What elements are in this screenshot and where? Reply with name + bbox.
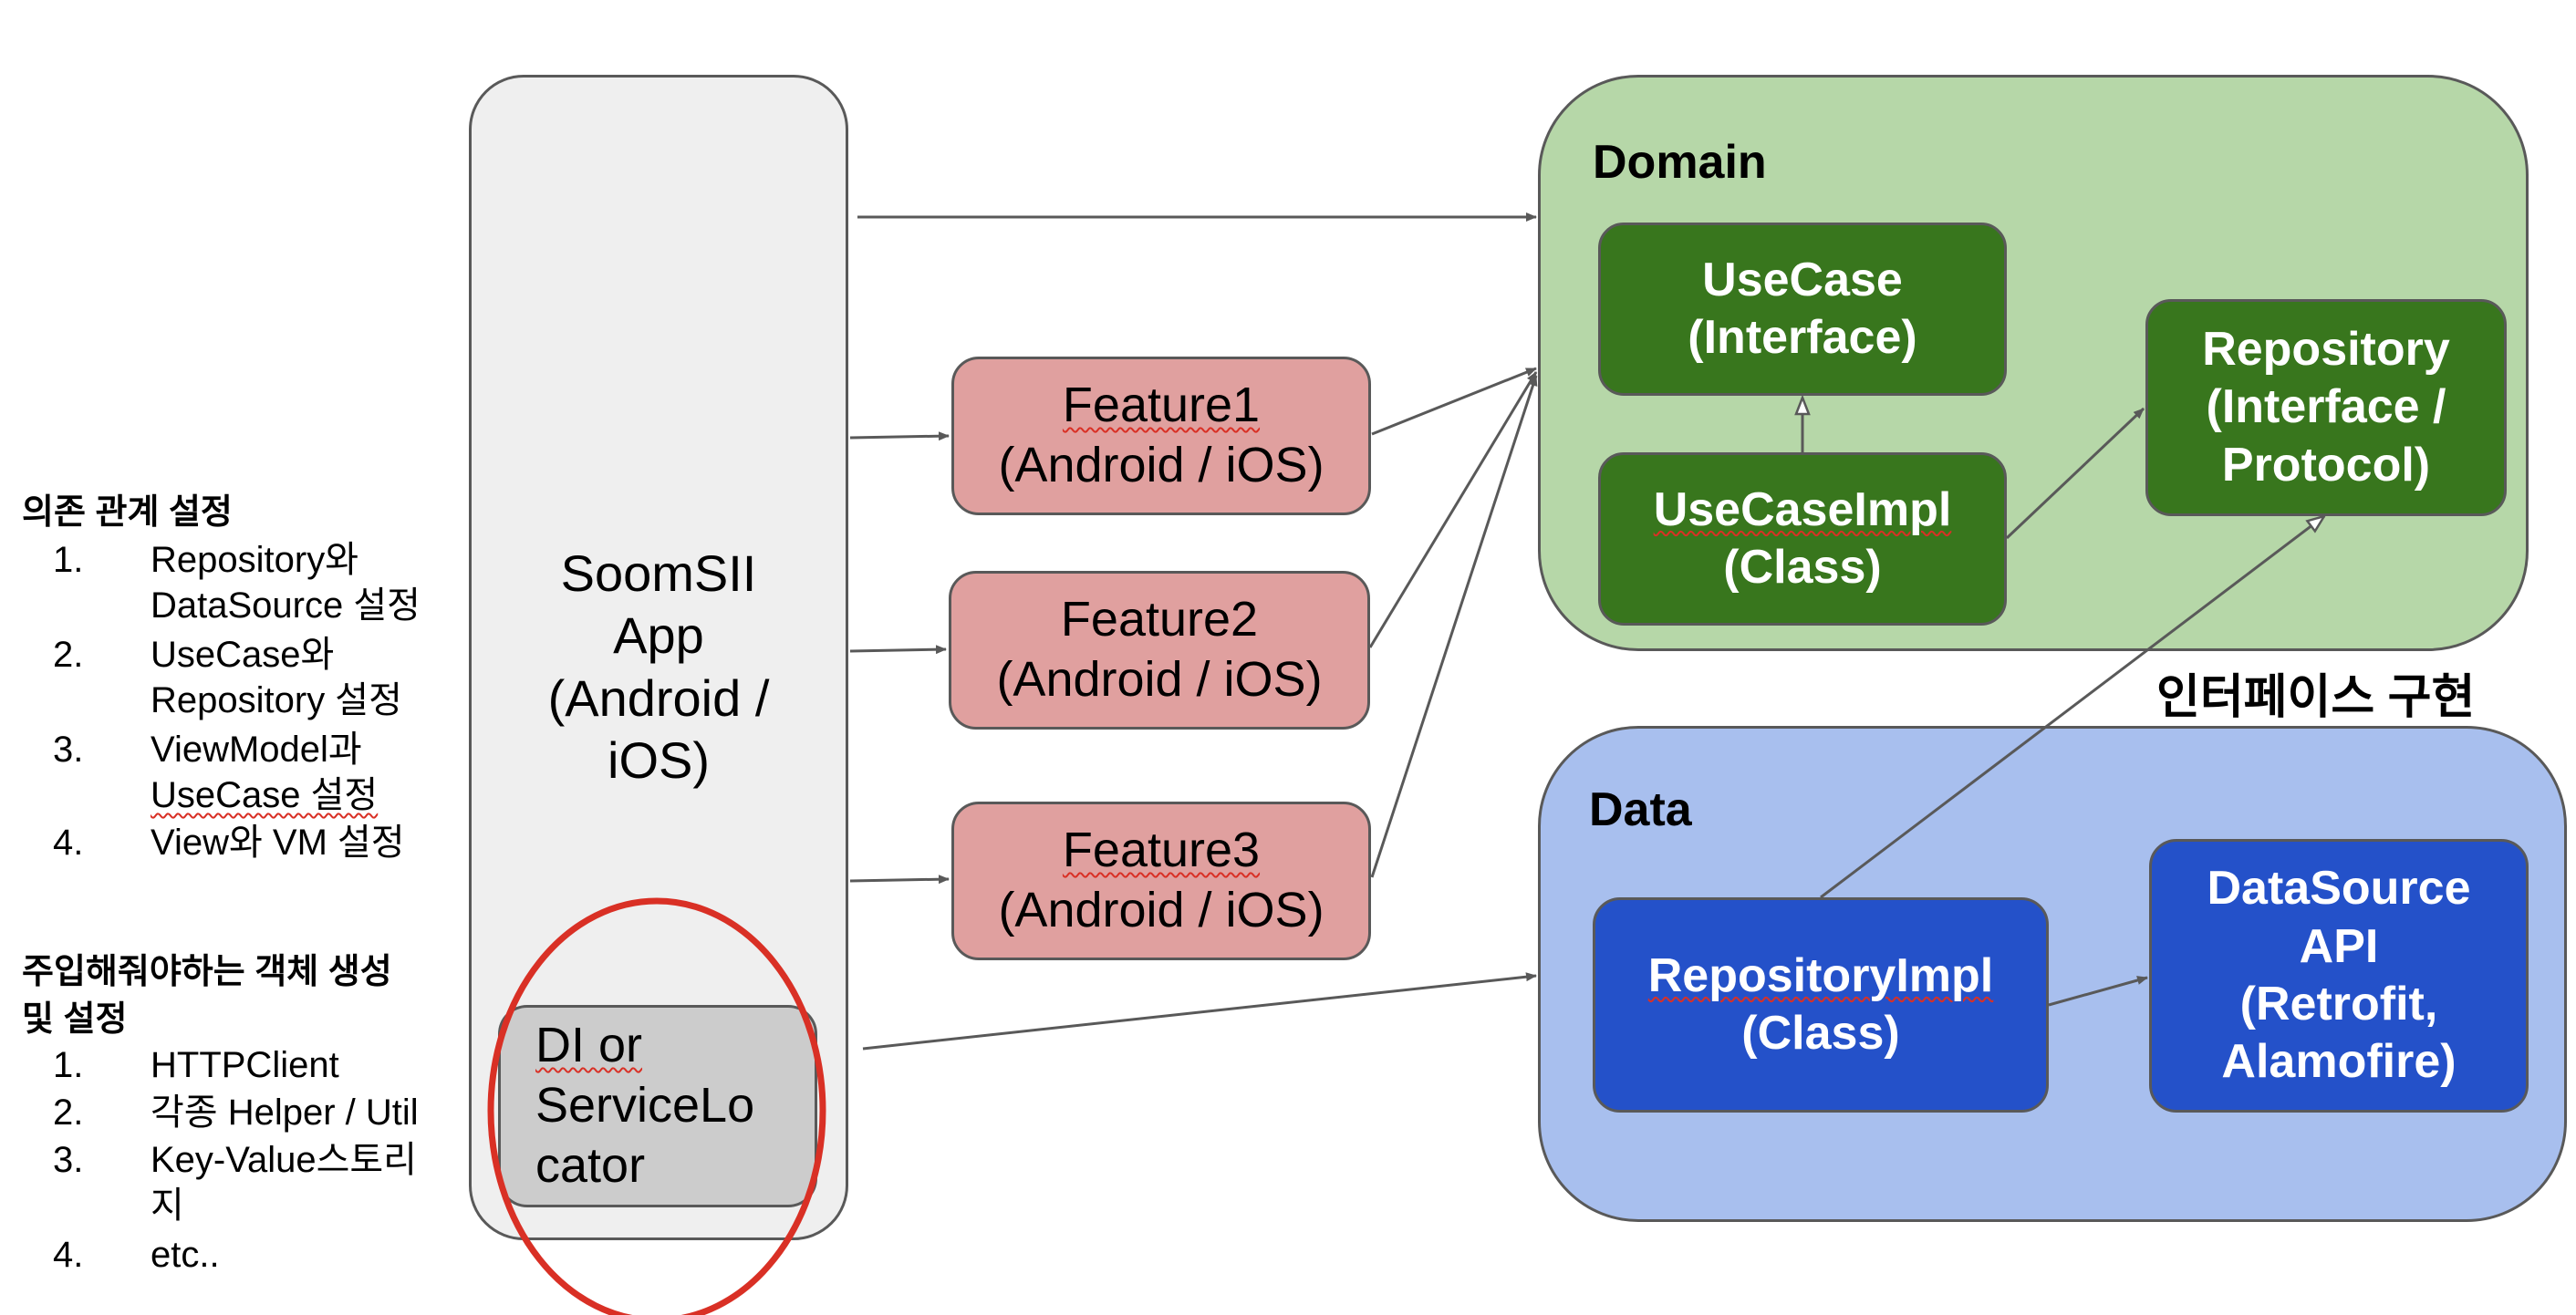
list-number: 3.	[53, 1140, 84, 1180]
app-label-line: (Android /	[547, 668, 770, 727]
list-item: UseCase 설정	[151, 775, 379, 815]
list-item: UseCase와	[151, 635, 335, 675]
arrow-feature3-to-domain	[1370, 375, 1538, 878]
interface-implementation-label: 인터페이스 구현	[2156, 671, 2476, 724]
di-label-line: cator	[535, 1137, 646, 1193]
list-item: etc..	[151, 1235, 220, 1275]
list-number: 4.	[53, 823, 84, 863]
datasource-line: API	[2299, 919, 2379, 973]
data-title: Data	[1589, 783, 1692, 836]
feature-platform: (Android / iOS)	[998, 883, 1324, 937]
app-label-line: SoomSII	[560, 544, 757, 602]
usecase-impl-name: UseCaseImpl	[1653, 482, 1952, 536]
arrow-repositoryimpl-to-datasource	[2048, 976, 2148, 1007]
arrow-feature2-to-domain	[1368, 371, 1538, 648]
datasource-line: (Retrofit,	[2239, 978, 2438, 1030]
repository-kind: (Interface /	[2206, 380, 2446, 434]
list-number: 2.	[53, 635, 84, 675]
arrow-feature1-to-domain	[1371, 367, 1537, 436]
usecase-interface-box: UseCase (Interface)	[1598, 223, 2007, 396]
feature-platform: (Android / iOS)	[996, 652, 1323, 707]
list-number: 3.	[53, 730, 84, 770]
arrow-app-to-feature3	[849, 875, 950, 885]
repository-kind: Protocol)	[2221, 438, 2431, 492]
highlight-circle	[487, 897, 826, 1315]
feature-name: Feature2	[1060, 592, 1259, 647]
list-item: DataSource 설정	[151, 585, 421, 626]
di-service-locator-box: DI or ServiceLo cator	[498, 1005, 817, 1207]
usecase-impl-kind: (Class)	[1723, 541, 1882, 594]
datasource-line: Alamofire)	[2221, 1035, 2457, 1089]
list-item: ViewModel과	[151, 730, 362, 770]
dependency-setup-title: 의존 관계 설정	[22, 493, 233, 532]
feature-name: Feature3	[1062, 823, 1261, 878]
repository-name: Repository	[2202, 322, 2450, 376]
repository-impl-name: RepositoryImpl	[1647, 948, 1994, 1002]
list-item: HTTPClient	[151, 1045, 339, 1085]
list-number: 1.	[53, 1045, 84, 1085]
feature-platform: (Android / iOS)	[998, 438, 1324, 492]
repository-impl-kind: (Class)	[1741, 1007, 1900, 1060]
app-label-line: iOS)	[608, 730, 710, 789]
arrow-app-to-feature1	[849, 431, 950, 441]
object-creation-title-line2: 및 설정	[22, 1000, 128, 1039]
list-item: View와 VM 설정	[151, 823, 405, 863]
datasource-api-box: DataSource API (Retrofit, Alamofire)	[2149, 839, 2529, 1113]
arrow-di-to-data	[862, 972, 1537, 1051]
arrow-repositoryimpl-implements-repository	[1820, 516, 2324, 899]
object-creation-title-line1: 주입해줘야하는 객체 생성	[22, 953, 392, 991]
list-number: 2.	[53, 1092, 84, 1133]
usecase-impl-box: UseCaseImpl (Class)	[1598, 452, 2007, 626]
usecase-kind: (Interface)	[1688, 311, 1917, 364]
list-item: Repository 설정	[151, 680, 402, 720]
feature3-box: Feature3 (Android / iOS)	[951, 802, 1371, 960]
feature-name: Feature1	[1062, 378, 1261, 433]
list-item: 지	[151, 1186, 184, 1226]
feature2-box: Feature2 (Android / iOS)	[949, 571, 1370, 730]
list-number: 4.	[53, 1235, 84, 1275]
list-item: Key-Value스토리	[151, 1140, 417, 1180]
usecase-name: UseCase	[1702, 253, 1903, 306]
di-label-line: ServiceLo	[535, 1078, 755, 1134]
feature1-box: Feature1 (Android / iOS)	[951, 357, 1371, 515]
list-number: 1.	[53, 540, 84, 580]
repository-impl-box: RepositoryImpl (Class)	[1593, 897, 2049, 1113]
app-label-line: App	[613, 606, 704, 665]
list-item: 각종 Helper / Util	[151, 1092, 419, 1133]
di-label-line: DI or	[535, 1018, 643, 1073]
list-item: Repository와	[151, 540, 358, 580]
arrow-app-to-feature2	[849, 645, 947, 655]
datasource-line: DataSource	[2207, 862, 2471, 916]
arrow-usecaseimpl-to-repository	[2005, 407, 2145, 540]
domain-title: Domain	[1593, 136, 1767, 189]
